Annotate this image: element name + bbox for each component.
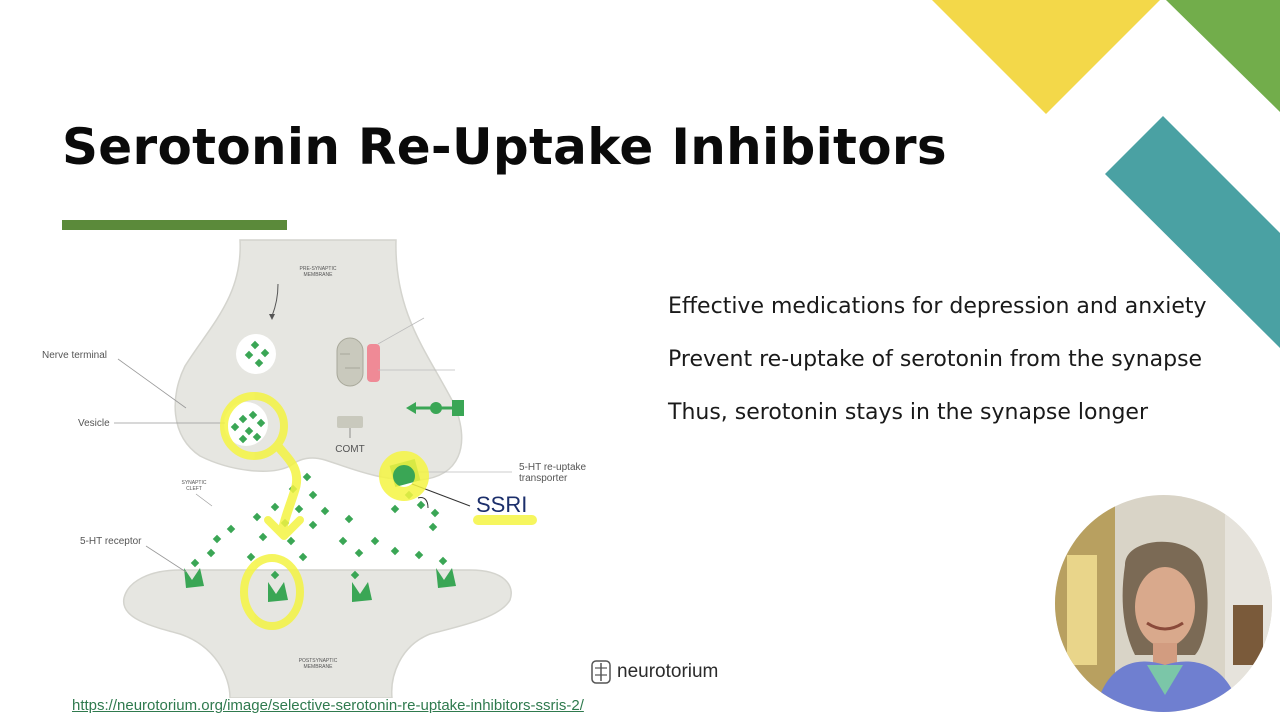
neurotorium-icon bbox=[591, 660, 611, 684]
highlighter-annotations bbox=[220, 392, 537, 630]
autoreceptor-arrow bbox=[406, 400, 464, 416]
presenter-video bbox=[1055, 495, 1272, 712]
transporter-label-1: 5-HT re-uptake bbox=[519, 462, 587, 473]
nerve-terminal-label: Nerve terminal bbox=[42, 350, 107, 361]
ssri-annotation: SSRI bbox=[476, 492, 527, 517]
neurotorium-logo: neurotorium bbox=[590, 659, 718, 685]
comt-enzyme bbox=[337, 416, 363, 428]
slide-title: Serotonin Re-Uptake Inhibitors bbox=[62, 118, 947, 176]
vesicle-label: Vesicle bbox=[78, 418, 110, 429]
mitochondrion bbox=[336, 337, 364, 387]
synapse-diagram: PRE-SYNAPTIC MEMBRANE POSTSYNAPTIC MEMBR… bbox=[42, 239, 587, 698]
transporter-label-2: transporter bbox=[519, 473, 568, 484]
deco-green-triangle bbox=[1166, 0, 1280, 112]
postsynaptic-terminal bbox=[123, 569, 512, 698]
bullet-list: Effective medications for depression and… bbox=[668, 292, 1207, 451]
source-link[interactable]: https://neurotorium.org/image/selective-… bbox=[72, 697, 584, 714]
postsynaptic-label-1: POSTSYNAPTIC bbox=[299, 658, 338, 664]
receptor-label: 5-HT receptor bbox=[80, 536, 142, 547]
synthesis-arrow bbox=[271, 283, 279, 317]
bullet-item: Thus, serotonin stays in the synapse lon… bbox=[668, 400, 1148, 425]
mao-enzyme bbox=[367, 344, 380, 382]
presynaptic-label-1: PRE-SYNAPTIC bbox=[300, 266, 337, 272]
presenter-video-icon bbox=[1055, 495, 1272, 712]
bullet-item: Prevent re-uptake of serotonin from the … bbox=[668, 347, 1203, 372]
brand-name: neurotorium bbox=[617, 661, 719, 682]
bullet-item: Effective medications for depression and… bbox=[668, 294, 1207, 319]
synaptic-cleft-label-1: SYNAPTIC bbox=[181, 480, 206, 486]
synaptic-cleft-label-2: CLEFT bbox=[186, 486, 202, 492]
postsynaptic-label-2: MEMBRANE bbox=[304, 664, 334, 670]
deco-teal-band bbox=[1105, 116, 1280, 348]
presynaptic-label-2: MEMBRANE bbox=[304, 272, 334, 278]
comt-label: COMT bbox=[335, 444, 364, 455]
title-underline bbox=[62, 220, 287, 230]
vesicle-upper bbox=[236, 334, 276, 374]
receptors bbox=[184, 568, 456, 602]
deco-yellow-triangle bbox=[932, 0, 1160, 114]
